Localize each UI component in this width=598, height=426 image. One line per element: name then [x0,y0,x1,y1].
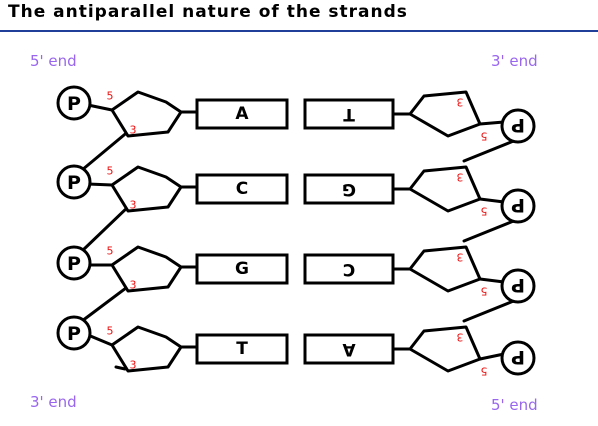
base-box [303,333,395,365]
backbone-bond [86,182,114,187]
phosphate-label: P [511,194,525,216]
backbone-bond [114,365,127,371]
sugar-pentagon [110,325,183,373]
carbon-3-label: 3 [130,279,137,292]
backbone-lines [80,103,518,371]
sugar-pentagon [408,325,482,373]
base-label: G [235,259,249,279]
base-box [303,98,395,130]
base-box [195,173,289,205]
backbone-bond [478,120,506,126]
phosphate-circle [500,108,536,144]
carbon-5-label: 5 [481,285,488,298]
label-top-left: 5' end [30,52,77,70]
carbon-5-label: 5 [107,165,114,178]
carbon-3-label: 3 [130,124,137,137]
phosphate-circle [500,268,536,304]
backbone-bond [80,203,132,253]
backbone-bond [80,283,132,323]
base-box [195,333,289,365]
title-underline [0,30,598,32]
page-title: The antiparallel nature of the strands [8,2,408,22]
sugar-pentagon [110,245,183,293]
label-bottom-left: 3' end [30,393,77,411]
phosphate-label: P [67,253,81,275]
base-box [195,253,289,285]
phosphate-circle [500,188,536,224]
phosphate-circle [56,245,92,281]
phosphate-circle [500,340,536,376]
base-label: A [342,339,356,359]
backbone-bond [86,103,114,112]
backbone-bond [462,218,518,243]
phosphate-label: P [511,274,525,296]
label-bottom-right: 5' end [491,396,538,414]
base-box [195,98,289,130]
phosphate-label: P [67,172,81,194]
base-label: C [343,259,355,279]
carbon-3-label: 3 [457,96,464,109]
carbon-5-label: 5 [481,205,488,218]
phosphate-label: P [67,93,81,115]
carbon-3-label: 3 [130,359,137,372]
label-top-right: 3' end [491,52,538,70]
phosphate-label: P [511,114,525,136]
base-label: G [342,179,356,199]
backbone-bond [462,138,518,163]
sugar-pentagon [110,90,183,138]
backbone-bond [462,298,518,323]
carbon-3-label: 3 [457,331,464,344]
carbon-5-label: 5 [107,245,114,258]
base-box [303,253,395,285]
carbon-3-label: 3 [457,251,464,264]
nucleotide-shapes [56,85,536,376]
base-box [303,173,395,205]
phosphate-circle [56,85,92,121]
sugar-pentagon [408,90,482,138]
carbon-5-label: 5 [481,130,488,143]
base-label: T [343,104,355,124]
base-label: C [236,179,248,199]
carbon-5-label: 5 [481,365,488,378]
backbone-bond [80,128,132,172]
carbon-3-label: 3 [130,199,137,212]
sugar-pentagon [110,165,183,213]
phosphate-circle [56,164,92,200]
carbon-5-label: 5 [107,90,114,103]
backbone-bond [478,352,506,361]
carbon-3-label: 3 [457,171,464,184]
sugar-pentagon [408,245,482,293]
backbone-bond [86,333,114,347]
phosphate-circle [56,315,92,351]
backbone-bond [478,277,506,284]
sugar-pentagon [408,165,482,213]
base-label: T [236,339,248,359]
phosphate-label: P [511,346,525,368]
backbone-bond [478,197,506,204]
base-label: A [235,104,249,124]
carbon-5-label: 5 [107,325,114,338]
phosphate-label: P [67,323,81,345]
